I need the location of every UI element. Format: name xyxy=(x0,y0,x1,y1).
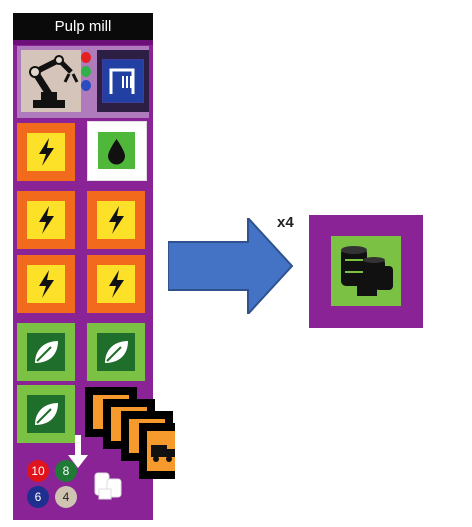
barrels-icon xyxy=(91,469,125,508)
result-card[interactable] xyxy=(309,215,423,328)
cost-blue: 6 xyxy=(27,486,49,508)
biomass-tile[interactable] xyxy=(87,323,145,381)
blue-indicator-icon xyxy=(81,80,91,91)
green-indicator-icon xyxy=(81,66,91,77)
right-arrow-icon xyxy=(167,215,294,319)
energy-tile[interactable] xyxy=(87,191,145,249)
lightning-icon xyxy=(97,265,135,303)
lightning-icon xyxy=(27,133,65,171)
leaf-icon xyxy=(27,333,65,371)
truck-icon xyxy=(147,431,175,471)
energy-tile[interactable] xyxy=(17,255,75,313)
robot-arm-icon xyxy=(21,50,81,112)
title-separator xyxy=(13,40,153,45)
energy-tile[interactable] xyxy=(17,123,75,181)
energy-tile[interactable] xyxy=(17,191,75,249)
cost-beige: 4 xyxy=(55,486,77,508)
leaf-icon xyxy=(97,333,135,371)
energy-tile[interactable] xyxy=(87,255,145,313)
multiplier-label: x4 xyxy=(277,214,294,231)
truck-card[interactable] xyxy=(139,423,175,479)
cost-green: 8 xyxy=(55,460,77,482)
biomass-tile[interactable] xyxy=(17,385,75,443)
barrels-icon xyxy=(331,236,401,306)
water-drop-icon xyxy=(98,132,135,169)
lightning-icon xyxy=(27,265,65,303)
down-arrow-icon xyxy=(67,435,89,474)
water-tile[interactable] xyxy=(87,121,147,181)
machine-panel xyxy=(17,46,149,118)
cost-red: 10 xyxy=(27,460,49,482)
machine-indicators xyxy=(81,52,95,94)
leaf-icon xyxy=(27,395,65,433)
lightning-icon xyxy=(97,201,135,239)
pulp-mill-card[interactable]: Pulp mill xyxy=(13,13,175,520)
gear-factory-icon xyxy=(97,50,149,112)
card-title: Pulp mill xyxy=(13,13,153,40)
biomass-tile[interactable] xyxy=(17,323,75,381)
lightning-icon xyxy=(27,201,65,239)
red-indicator-icon xyxy=(81,52,91,63)
